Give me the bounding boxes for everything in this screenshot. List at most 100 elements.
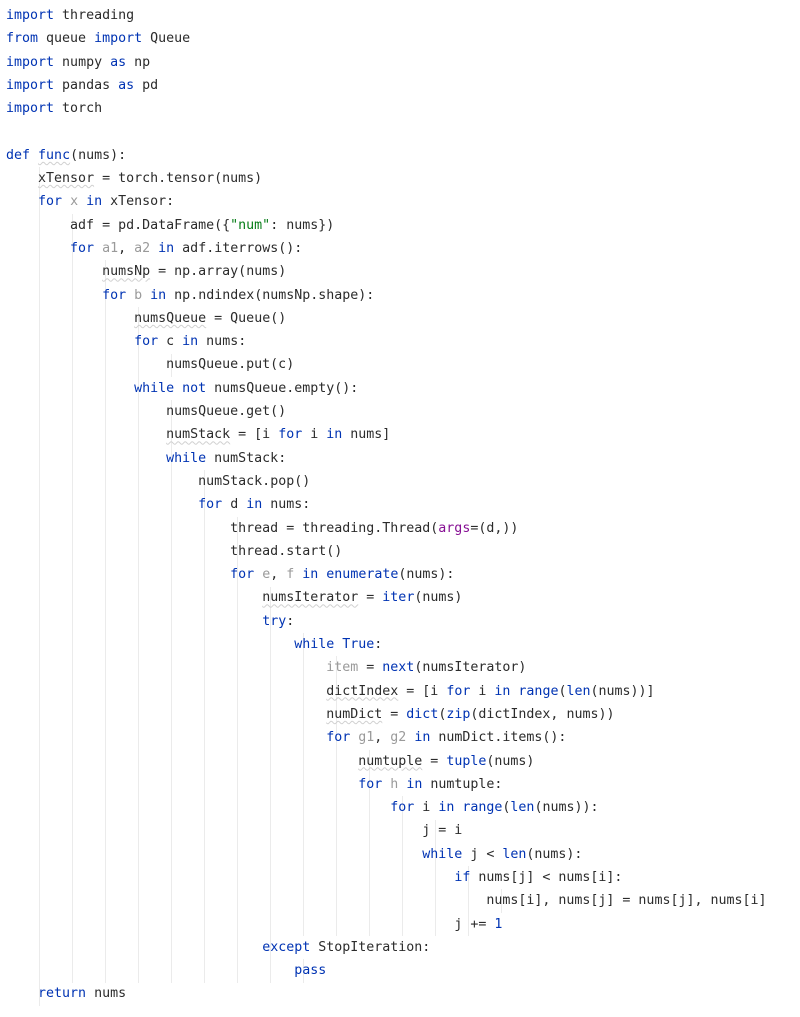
code-line[interactable]: for e, f in enumerate(nums): [6, 563, 800, 586]
code-token: = [422, 753, 447, 769]
code-token: numStack.pop() [198, 473, 311, 489]
code-token [222, 497, 230, 512]
code-line[interactable]: thread.start() [6, 540, 800, 563]
code-token: import [6, 54, 55, 70]
line-indent [6, 777, 358, 792]
code-token: enumerate [326, 567, 399, 583]
code-line[interactable]: for d in nums: [6, 493, 800, 516]
code-token [62, 194, 70, 209]
code-line[interactable]: from queue import Queue [6, 27, 800, 50]
code-token: len [566, 683, 591, 699]
code-token [30, 148, 38, 163]
code-token: np [126, 54, 151, 70]
line-indent [6, 334, 134, 349]
code-token: tuple [446, 753, 487, 769]
code-line[interactable]: nums[i], nums[j] = nums[j], nums[i] [6, 889, 800, 912]
code-line[interactable] [6, 120, 800, 143]
code-token: pass [294, 963, 327, 979]
line-indent [6, 381, 134, 396]
code-line[interactable]: for h in numtuple: [6, 773, 800, 796]
code-token: ( [558, 683, 567, 699]
code-line[interactable]: def func(nums): [6, 144, 800, 167]
code-line[interactable]: numsQueue = Queue() [6, 307, 800, 330]
code-line[interactable]: numStack.pop() [6, 470, 800, 493]
code-token: next [382, 660, 415, 676]
code-token: len [502, 846, 527, 862]
code-line[interactable]: item = next(numsIterator) [6, 656, 800, 679]
code-token: , [118, 240, 135, 256]
code-line[interactable]: return nums [6, 982, 800, 1005]
code-line[interactable]: while not numsQueue.empty(): [6, 377, 800, 400]
line-indent [6, 707, 326, 722]
code-line[interactable]: for g1, g2 in numDict.items(): [6, 726, 800, 749]
code-token: a1 [102, 240, 119, 256]
code-token: zip [446, 706, 471, 722]
code-token: = Queue() [206, 310, 287, 326]
code-token: numDict [326, 706, 383, 722]
code-token: try [262, 613, 287, 629]
code-line[interactable]: import torch [6, 97, 800, 120]
code-token: pandas [54, 77, 119, 93]
code-token: if [454, 869, 471, 885]
code-token: g2 [390, 730, 407, 746]
code-line[interactable]: xTensor = torch.tensor(nums) [6, 167, 800, 190]
code-line[interactable]: j = i [6, 819, 800, 842]
line-indent [6, 194, 38, 209]
line-indent [6, 917, 454, 932]
code-line[interactable]: numDict = dict(zip(dictIndex, nums)) [6, 703, 800, 726]
line-indent [6, 963, 294, 978]
code-line[interactable]: try: [6, 610, 800, 633]
code-line[interactable]: if nums[j] < nums[i]: [6, 866, 800, 889]
code-token: = [358, 590, 383, 606]
code-token: True [342, 637, 375, 653]
code-token: numStack [166, 427, 231, 443]
code-line[interactable]: import pandas as pd [6, 74, 800, 97]
code-line[interactable]: pass [6, 959, 800, 982]
code-line[interactable]: for x in xTensor: [6, 190, 800, 213]
line-indent [6, 451, 166, 466]
code-line[interactable]: numStack = [i for i in nums] [6, 423, 800, 446]
code-token: for [102, 287, 127, 303]
line-indent [6, 404, 166, 419]
code-line[interactable]: while True: [6, 633, 800, 656]
code-line[interactable]: adf = pd.DataFrame({"num": nums}) [6, 214, 800, 237]
code-line[interactable]: numtuple = tuple(nums) [6, 750, 800, 773]
code-line[interactable]: while j < len(nums): [6, 843, 800, 866]
code-line[interactable]: for c in nums: [6, 330, 800, 353]
code-token: import [6, 101, 55, 117]
code-line[interactable]: numsIterator = iter(nums) [6, 586, 800, 609]
line-indent [6, 940, 262, 955]
code-token: while [134, 380, 175, 396]
line-indent [6, 590, 262, 605]
code-token: h [390, 776, 399, 792]
code-line[interactable]: for a1, a2 in adf.iterrows(): [6, 237, 800, 260]
code-line[interactable]: while numStack: [6, 447, 800, 470]
code-line[interactable]: for b in np.ndindex(numsNp.shape): [6, 284, 800, 307]
code-line[interactable]: numsQueue.get() [6, 400, 800, 423]
code-token: pd [134, 77, 159, 93]
code-line[interactable]: except StopIteration: [6, 936, 800, 959]
code-line[interactable]: import numpy as np [6, 51, 800, 74]
code-token: in [158, 240, 175, 256]
code-token: range [518, 683, 559, 699]
code-line[interactable]: thread = threading.Thread(args=(d,)) [6, 517, 800, 540]
code-token: numsQueue.empty(): [206, 380, 359, 396]
code-token: for [230, 567, 255, 583]
code-line[interactable]: dictIndex = [i for i in range(len(nums))… [6, 680, 800, 703]
code-token: numDict.items(): [430, 730, 567, 746]
code-token: in [182, 334, 199, 350]
code-token: xTensor: [102, 194, 175, 210]
code-token: b [134, 287, 143, 303]
code-line[interactable]: j += 1 [6, 913, 800, 936]
code-line[interactable]: import threading [6, 4, 800, 27]
code-token: (dictIndex, nums)) [470, 706, 615, 722]
code-line[interactable]: for i in range(len(nums)): [6, 796, 800, 819]
line-indent [6, 754, 358, 769]
code-token: in [414, 730, 431, 746]
code-token: numStack: [206, 450, 287, 466]
code-token: from [6, 31, 39, 47]
code-line[interactable]: numsNp = np.array(nums) [6, 260, 800, 283]
code-line[interactable]: numsQueue.put(c) [6, 353, 800, 376]
